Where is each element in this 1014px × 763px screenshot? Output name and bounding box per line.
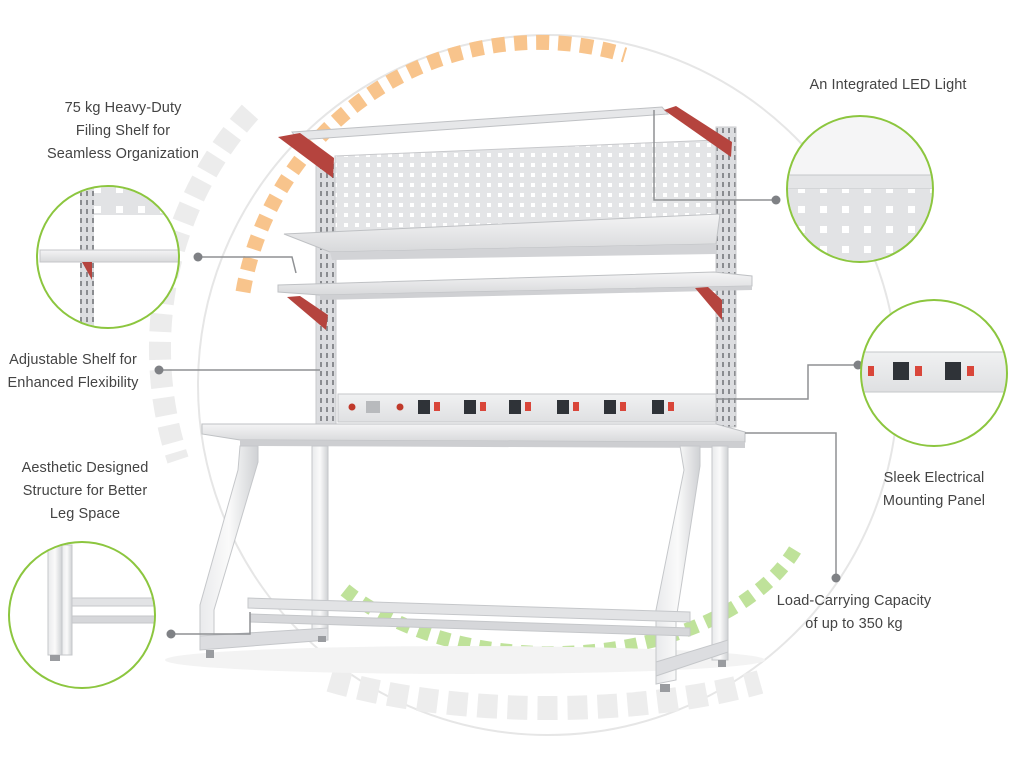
callout-dot-leg-structure [166, 629, 176, 639]
bracket-mid-right [695, 287, 722, 320]
feature-line: Mounting Panel [882, 493, 986, 509]
feature-line: Seamless Organization [46, 146, 199, 162]
feature-line: Load-Carrying Capacity [776, 593, 932, 609]
callout-dot-adjustable-shelf [154, 365, 164, 375]
feature-line: Adjustable Shelf for [9, 352, 137, 368]
feature-line: Enhanced Flexibility [7, 375, 139, 391]
callout-dot-filing-shelf [193, 252, 203, 262]
zoom-circle-leg-structure [8, 541, 156, 689]
feature-line: Leg Space [49, 506, 121, 522]
feature-line: of up to 350 kg [805, 616, 903, 632]
feature-label-load-capacity: Load-Carrying Capacity of up to 350 kg [764, 590, 944, 636]
feature-label-filing-shelf: 75 kg Heavy-Duty Filing Shelf for Seamle… [44, 97, 202, 166]
feature-label-leg-structure: Aesthetic Designed Structure for Better … [8, 457, 162, 526]
feature-line: Structure for Better [22, 483, 148, 499]
bracket-top-right [664, 106, 732, 157]
bracket-top-left [278, 133, 334, 178]
electrical-outlets [348, 400, 674, 414]
feature-line: Filing Shelf for [75, 123, 171, 139]
zoom-circle-electrical-panel [860, 299, 1008, 447]
grey-dash-arc-bottom [326, 668, 764, 721]
feature-line: An Integrated LED Light [809, 77, 967, 93]
zoom-circle-led-light [786, 115, 934, 263]
feature-line: 75 kg Heavy-Duty [64, 100, 182, 116]
workbench [165, 106, 765, 692]
callout-lines [159, 110, 858, 635]
bracket-mid-left [287, 296, 328, 330]
callout-dot-led-light [771, 195, 781, 205]
grey-dash-arc-left [148, 104, 259, 464]
feature-line: Sleek Electrical [883, 470, 985, 486]
feature-line: Aesthetic Designed [21, 460, 149, 476]
feature-label-led-light: An Integrated LED Light [798, 74, 978, 97]
feature-label-adjustable-shelf: Adjustable Shelf for Enhanced Flexibilit… [0, 349, 146, 395]
orange-dash-arc [235, 34, 628, 294]
callout-dot-load-capacity [831, 573, 841, 583]
feature-label-electrical-panel: Sleek Electrical Mounting Panel [860, 467, 1008, 513]
